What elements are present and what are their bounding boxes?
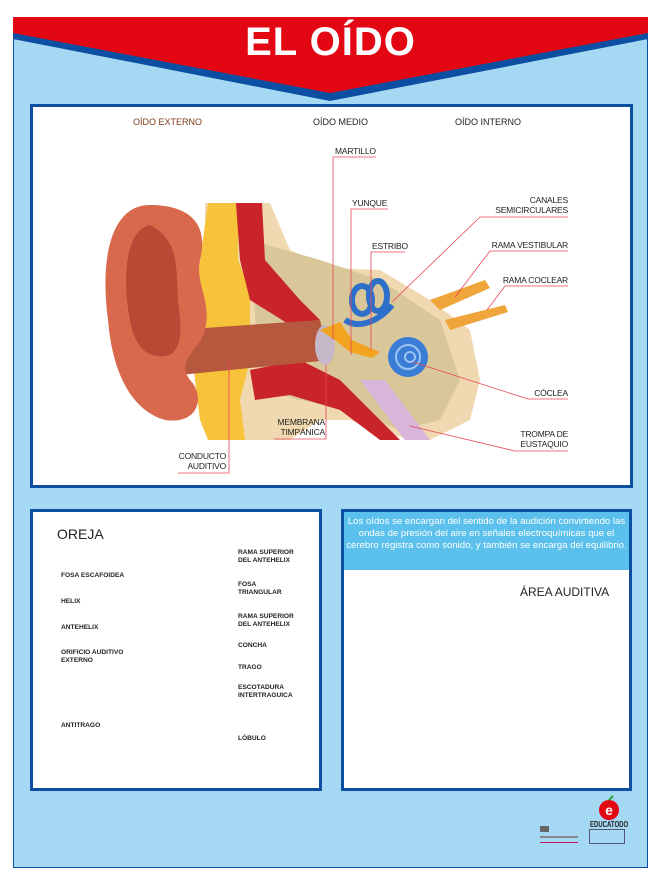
label-yunque: YUNQUE bbox=[352, 198, 388, 208]
label-line: FOSA bbox=[238, 581, 257, 588]
section-oido-interno: OÍDO INTERNO bbox=[455, 117, 522, 127]
label-line: RAMA SUPERIOR bbox=[238, 549, 294, 556]
label-area-auditiva: ÁREA AUDITIVA bbox=[520, 585, 610, 599]
oreja-panel bbox=[30, 509, 322, 791]
label-line: AUDITIVO bbox=[187, 461, 226, 471]
page-title: EL OÍDO bbox=[245, 20, 416, 64]
label-line: MEMBRANA bbox=[277, 417, 325, 427]
label-line: ORIFICIO AUDITIVO bbox=[61, 649, 124, 656]
label-estribo: ESTRIBO bbox=[372, 241, 408, 251]
publisher-text-line bbox=[540, 836, 578, 838]
publisher-info bbox=[540, 826, 578, 843]
label-fosa-escafoidea: FOSA ESCAFOIDEA bbox=[61, 572, 125, 579]
title-banner bbox=[13, 17, 648, 101]
section-oido-medio: OÍDO MEDIO bbox=[313, 117, 369, 127]
label-concha: CONCHA bbox=[238, 642, 267, 649]
label-line: INTERTRAGUICA bbox=[238, 692, 293, 699]
label-line: TIMPÁNICA bbox=[280, 427, 326, 437]
educatodo-brand: EDUCATODO bbox=[590, 820, 629, 829]
label-rama-coclear: RAMA COCLEAR bbox=[502, 275, 568, 285]
publisher-url-line bbox=[540, 841, 578, 843]
label-antitrago: ANTITRAGO bbox=[61, 722, 101, 729]
label-line: CONDUCTO bbox=[178, 451, 227, 461]
label-line: SEMICIRCULARES bbox=[495, 205, 568, 215]
label-line: CANALES bbox=[529, 195, 568, 205]
label-rama-vestibular: RAMA VESTIBULAR bbox=[491, 240, 569, 250]
info-text: Los oídos se encargan del sentido de la … bbox=[344, 512, 629, 570]
educatodo-apple-logo-icon: e bbox=[599, 795, 619, 820]
label-line: DEL ANTEHELIX bbox=[238, 557, 291, 564]
label-lobulo: LÓBULO bbox=[238, 735, 266, 742]
label-trago: TRAGO bbox=[238, 664, 262, 671]
svg-text:e: e bbox=[605, 802, 613, 818]
publisher-logo-icon bbox=[540, 826, 549, 832]
label-line: RAMA SUPERIOR bbox=[238, 613, 294, 620]
barcode-box bbox=[589, 829, 625, 844]
oreja-title: OREJA bbox=[57, 526, 104, 542]
label-martillo: MARTILLO bbox=[335, 146, 376, 156]
label-antehelix: ANTEHELIX bbox=[61, 624, 99, 631]
label-line: TRIANGULAR bbox=[238, 589, 282, 596]
label-line: EXTERNO bbox=[61, 657, 93, 664]
label-coclea: CÓCLEA bbox=[534, 388, 568, 398]
label-line: TROMPA DE bbox=[520, 429, 568, 439]
section-oido-externo: OÍDO EXTERNO bbox=[133, 117, 203, 127]
label-helix: HELIX bbox=[61, 598, 81, 605]
label-line: DEL ANTEHELIX bbox=[238, 621, 291, 628]
label-line: EUSTAQUIO bbox=[520, 439, 568, 449]
label-line: ESCOTADURA bbox=[238, 684, 285, 691]
